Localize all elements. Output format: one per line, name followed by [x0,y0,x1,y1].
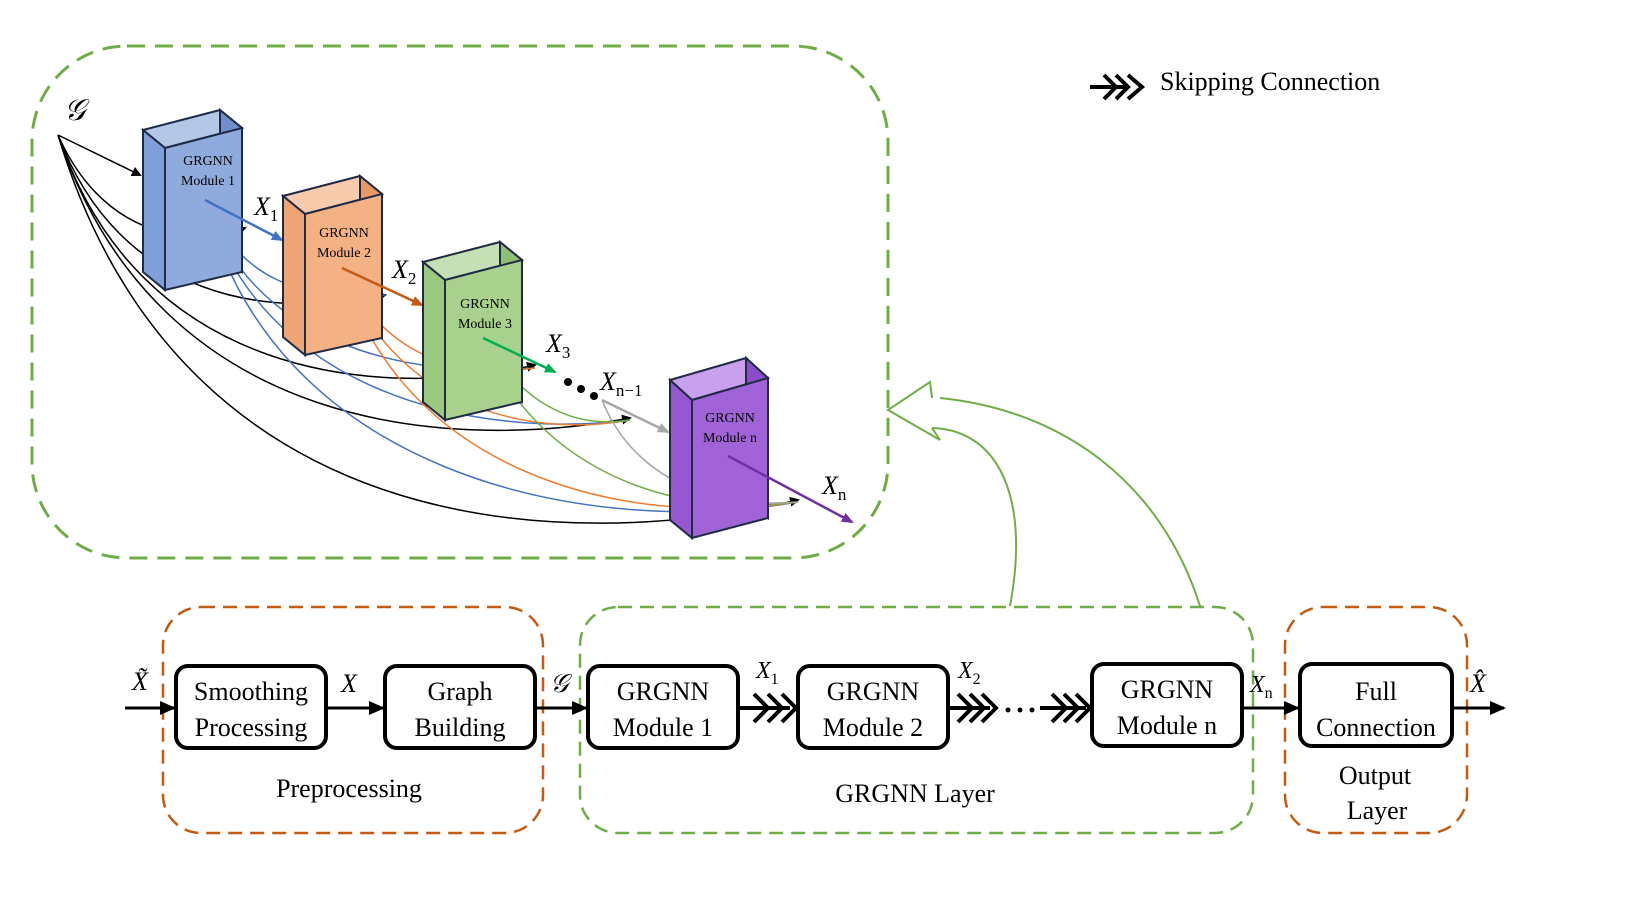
detail-module-n-line2: Module n [703,431,757,446]
detail-module-1-line1: GRGNN [183,154,233,169]
arrow-xn-1 [601,398,670,434]
skip-curve-g-5 [57,134,632,432]
detail-module-2: GRGNN Module 2 [280,173,385,358]
pipeline-xn-label: Xn [1249,672,1273,702]
grgnn-layer-label: GRGNN Layer [835,779,995,808]
preprocessing-label: Preprocessing [276,774,422,803]
graph-symbol: 𝒢 [64,94,90,127]
pipeline-graph-symbol: 𝒢 [550,669,573,698]
detail-module-3-line2: Module 3 [458,317,512,332]
output-layer-line1: Output [1339,761,1412,790]
ellipsis-dots [564,378,598,400]
arrow-x1 [204,198,284,242]
triple-chevron-icon [1090,73,1146,101]
detail-module-2-line2: Module 2 [317,246,371,261]
graph-building-line1: Graph [428,677,493,706]
detail-module-3: GRGNN Module 3 [420,239,525,423]
smoothed-symbol: X [340,669,358,698]
skip-chevron-2 [948,692,999,724]
skip-connection-legend: Skipping Connection [1090,67,1380,101]
pipeline-module-n-line1: GRGNN [1121,675,1214,704]
grgnn-layer-group [578,605,1255,835]
detail-module-2-line1: GRGNN [319,226,369,241]
output-layer-line2: Layer [1347,796,1408,825]
smoothing-line2: Processing [195,713,308,742]
arrow-x3 [482,336,557,374]
arrow-x2 [341,266,424,307]
graph-building-line2: Building [414,713,505,742]
pipeline-x2-label: X2 [957,658,981,688]
pipeline-ellipsis [1005,707,1035,713]
smoothing-line1: Smoothing [194,677,308,706]
pipeline-module-1-line2: Module 1 [613,713,713,742]
pipeline-x1-label: X1 [755,658,779,688]
pipeline-module-n-box [1090,662,1244,748]
pipeline-module-2-line2: Module 2 [823,713,923,742]
output-symbol: X̂ [1469,669,1487,698]
detail-x1-label: X1 [253,192,278,225]
detail-module-3-line1: GRGNN [460,297,510,312]
full-connection-line2: Connection [1316,713,1436,742]
zoom-connector-arrows [886,380,1201,607]
skip-chevron-1 [738,692,799,724]
detail-module-n: GRGNN Module n [668,355,770,541]
detail-module-1: GRGNN Module 1 [140,107,245,293]
full-connection-line1: Full [1355,677,1397,706]
skip-curve-g-1 [57,134,142,176]
detail-module-1-line2: Module 1 [181,174,235,189]
detail-x3-label: X3 [545,329,570,362]
pipeline-module-n-line2: Module n [1117,711,1217,740]
arrow-xn [727,454,854,524]
detail-x2-label: X2 [391,255,416,288]
detail-xn-1-label: Xn−1 [599,367,642,400]
output-layer-group [1283,605,1469,835]
detail-xn-label: Xn [821,471,847,504]
detail-module-n-line1: GRGNN [705,411,755,426]
pipeline-module-1-line1: GRGNN [617,677,710,706]
full-connection-box [1298,662,1454,748]
input-symbol: X̃ [131,667,149,696]
skip-chevron-3 [1040,692,1093,724]
legend-label: Skipping Connection [1160,67,1380,96]
pipeline-module-2-line1: GRGNN [827,677,920,706]
